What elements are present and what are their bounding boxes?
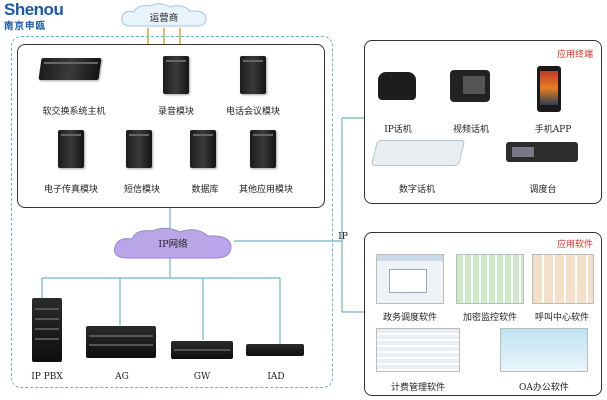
callcenter-software-label: 呼叫中心软件	[534, 313, 589, 323]
ip-pbx-label: IP PBX	[31, 372, 63, 382]
gw-label: GW	[193, 372, 211, 382]
dispatch-software: 政务调度软件	[372, 252, 448, 324]
software-screenshot-icon	[376, 254, 444, 304]
callcenter-software: 呼叫中心软件	[530, 252, 600, 324]
softswitch-host: 软交换系统主机	[34, 54, 114, 117]
sms-module: 短信模块	[112, 128, 172, 195]
cloud-icon	[121, 3, 207, 27]
digital-phone: 数字话机	[370, 136, 466, 196]
oa-software: OA办公软件	[496, 326, 592, 393]
softswitch-label: 软交换系统主机	[42, 107, 106, 117]
ip-pbx-device: IP PBX	[24, 296, 74, 382]
software-screenshot-icon	[500, 328, 588, 372]
dispatch-console-label: 调度台	[529, 185, 557, 195]
brand-name-en: Shenou	[4, 0, 64, 19]
ip-phone: IP话机	[372, 66, 424, 135]
digital-phone-icon	[370, 140, 466, 166]
tower-server-icon	[58, 130, 84, 168]
billing-software-label: 计费管理软件	[390, 383, 445, 393]
terminals-panel: 应用终端	[364, 40, 602, 204]
ip-network-cloud: IP网络	[110, 226, 236, 262]
tower-server-icon	[126, 130, 152, 168]
other-label: 其他应用模块	[238, 185, 293, 195]
digital-phone-label: 数字话机	[398, 185, 435, 195]
ip-phone-label: IP话机	[384, 125, 412, 135]
cloud-icon	[114, 227, 232, 259]
recording-label: 录音模块	[157, 107, 194, 117]
rack-cabinet-icon	[32, 298, 62, 362]
access-gateway-icon	[86, 326, 156, 358]
iad-device: IAD	[244, 342, 308, 382]
iad-icon	[246, 344, 304, 356]
rack-server-icon	[38, 58, 102, 80]
software-title: 应用软件	[556, 240, 593, 250]
tower-server-icon	[190, 130, 216, 168]
monitor-software-label: 加密监控软件	[462, 313, 517, 323]
conference-label: 电话会议模块	[225, 107, 280, 117]
dispatch-console: 调度台	[500, 136, 586, 196]
ip-link-label: IP	[338, 232, 348, 242]
other-module: 其他应用模块	[239, 128, 312, 195]
billing-software: 计费管理软件	[372, 326, 464, 393]
software-screenshot-icon	[532, 254, 594, 304]
fax-label: 电子传真模块	[43, 185, 98, 195]
terminals-title: 应用终端	[556, 50, 593, 60]
software-screenshot-icon	[456, 254, 524, 304]
ip-phone-icon	[378, 72, 416, 100]
dispatch-software-label: 政务调度软件	[382, 313, 437, 323]
mobile-app: 手机APP	[528, 64, 582, 135]
gw-device: GW	[168, 338, 236, 382]
recording-module: 录音模块	[150, 54, 202, 117]
brand-logo: Shenou 南京申瓯	[4, 0, 84, 34]
brand-name-cn: 南京申瓯	[4, 21, 47, 32]
carrier-label: 运营商	[149, 13, 179, 24]
gateway-icon	[171, 341, 233, 359]
oa-software-label: OA办公软件	[519, 383, 569, 393]
tower-server-icon	[163, 56, 189, 94]
ip-network-label: IP网络	[158, 239, 188, 250]
ag-label: AG	[115, 372, 129, 382]
video-phone: 视频话机	[440, 66, 502, 135]
ag-device: AG	[84, 322, 160, 382]
sms-label: 短信模块	[123, 185, 160, 195]
dispatch-console-icon	[506, 142, 578, 162]
smartphone-icon	[537, 66, 561, 112]
monitor-software: 加密监控软件	[452, 252, 528, 324]
tower-server-icon	[240, 56, 266, 94]
fax-module: 电子传真模块	[36, 128, 106, 195]
iad-label: IAD	[267, 372, 285, 382]
core-system-group	[11, 36, 333, 388]
video-phone-label: 视频话机	[452, 125, 489, 135]
mobile-app-label: 手机APP	[534, 125, 572, 135]
database-module: 数据库	[180, 128, 240, 195]
software-screenshot-icon	[376, 328, 460, 372]
conference-module: 电话会议模块	[222, 54, 284, 117]
carrier-cloud: 运营商	[118, 2, 210, 30]
tower-server-icon	[250, 130, 276, 168]
database-label: 数据库	[191, 185, 219, 195]
video-phone-icon	[450, 70, 490, 102]
